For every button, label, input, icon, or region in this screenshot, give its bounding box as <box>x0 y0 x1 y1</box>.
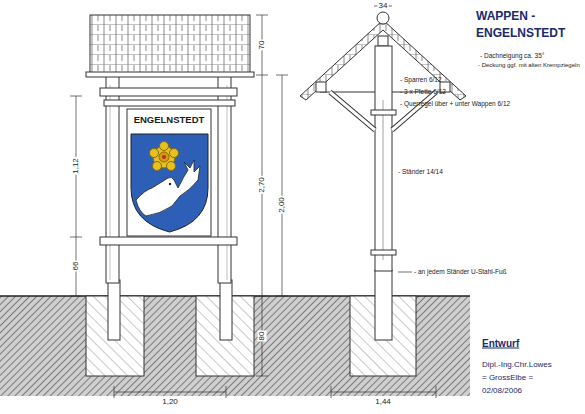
part-note: - Querregel über + unter Wappen 6/12 <box>400 100 510 107</box>
dimension: 2,00 <box>278 196 287 214</box>
note: - Dachneigung ca. 35° <box>480 52 544 59</box>
part-note: - Ständer 14/14 <box>398 168 443 175</box>
dimension: 1,12 <box>72 157 81 175</box>
drawing-title: WAPPEN - ENGELNSTEDT <box>476 8 585 43</box>
note: - Deckung ggf. mit alten Krempziegeln <box>478 62 580 69</box>
dimension: 2,70 <box>258 176 267 194</box>
dimension: 1,20 <box>161 398 179 407</box>
dimension: 80 <box>258 331 267 342</box>
author-place: = GrossElbe = <box>482 374 533 383</box>
dimension: 1,44 <box>374 398 392 407</box>
part-note: - 3 x Pfette 6/12 <box>400 88 446 95</box>
date: 02/08/2006 <box>482 387 522 396</box>
dimension: 34 <box>378 2 389 11</box>
sign-board: ENGELNSTEDT <box>127 110 211 125</box>
part-note: - Sparren 6/12 <box>400 76 442 83</box>
dimension: 66 <box>72 261 81 272</box>
stamp-heading: Entwurf <box>482 338 519 349</box>
part-note: - an jedem Ständer U-Stahl-Fuß <box>414 268 506 275</box>
author-name: Dipl.-Ing.Chr.Lowes <box>482 361 552 370</box>
board-text: ENGELNSTEDT <box>127 110 211 125</box>
dimension: 70 <box>258 40 267 51</box>
